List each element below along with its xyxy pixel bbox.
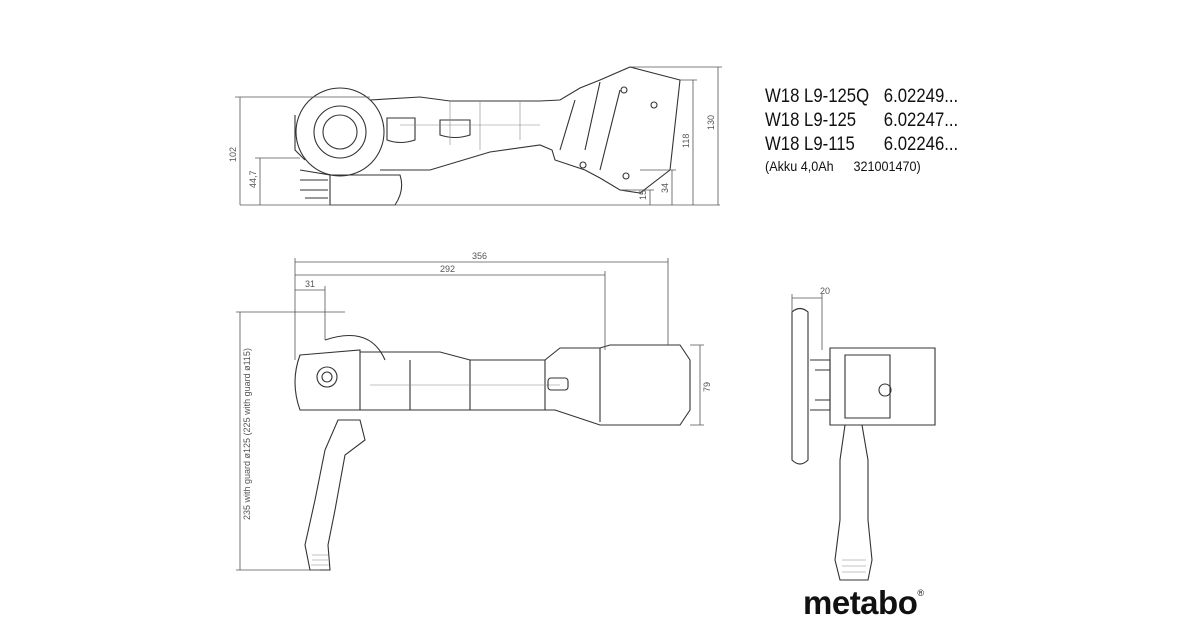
model-row: W18 L9-125Q 6.02249... [765, 86, 958, 108]
dim-130: 130 [706, 115, 716, 130]
dim-79: 79 [702, 382, 712, 392]
dim-handle-height: 235 with guard ø125 (225 with guard ø115… [242, 348, 252, 520]
model-row: W18 L9-115 6.02246... [765, 134, 958, 156]
front-view-dimensions: 20 [791, 286, 830, 350]
top-view-drawing [294, 335, 691, 571]
dim-34: 34 [660, 183, 670, 193]
side-view-drawing [294, 66, 681, 206]
battery-number: 321001470) [853, 158, 921, 174]
dim-31: 31 [305, 279, 315, 289]
dim-118: 118 [681, 134, 691, 148]
dim-44-7: 44,7 [248, 170, 258, 188]
model-number: 6.02249... [883, 86, 959, 107]
dim-292: 292 [440, 264, 455, 274]
dim-102: 102 [228, 147, 238, 162]
battery-label: (Akku 4,0Ah [765, 158, 834, 174]
model-number: 6.02246... [883, 134, 959, 155]
dim-15: 15 [638, 190, 648, 200]
model-name: W18 L9-125Q [765, 86, 870, 107]
top-view-dimensions: 356 292 31 79 235 with guard ø125 (225 w… [236, 251, 712, 571]
model-name: W18 L9-125 [765, 110, 857, 131]
front-view-drawing [791, 307, 936, 581]
dim-20: 20 [820, 286, 830, 296]
model-number: 6.02247... [883, 110, 959, 131]
dim-356: 356 [472, 251, 487, 261]
model-row: W18 L9-125 6.02247... [765, 110, 958, 132]
model-name: W18 L9-115 [765, 134, 855, 155]
side-view-dimensions: 102 44,7 130 118 34 15 [228, 66, 722, 206]
battery-note: (Akku 4,0Ah 321001470) [765, 158, 921, 174]
metabo-logo: metabo® [803, 584, 924, 621]
